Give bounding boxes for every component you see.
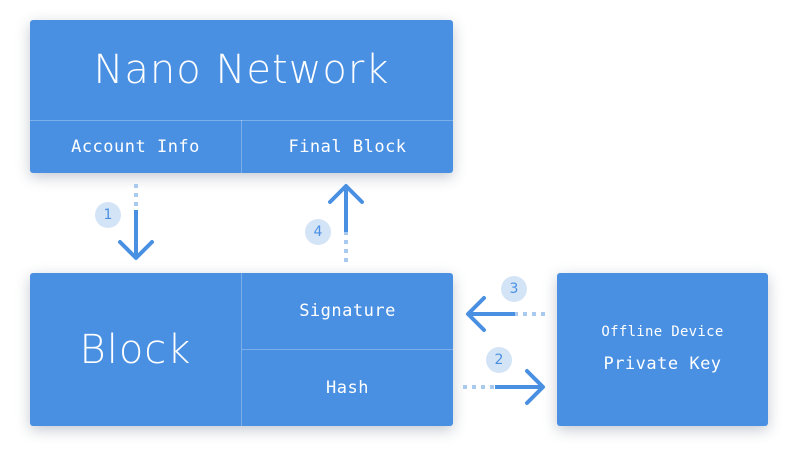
signature-cell: Signature [299,301,396,321]
block-box: Block Signature Hash [30,273,453,426]
block-split [241,273,242,426]
nano-network-split [241,120,242,173]
offline-device-box: Offline Device Private Key [557,273,768,426]
final-block-cell: Final Block [288,137,407,157]
hash-cell: Hash [326,378,369,398]
block-divider [242,349,453,350]
arrow-step-3 [466,296,545,332]
step-badge-2: 2 [486,347,512,373]
account-info-cell: Account Info [71,137,200,157]
nano-network-box: Nano Network Account Info Final Block [30,20,453,173]
arrow-step-1 [118,184,154,260]
nano-network-title: Nano Network [93,47,390,93]
step-badge-3: 3 [501,276,527,302]
private-key-label: Private Key [603,354,722,374]
step-badge-4: 4 [305,219,331,245]
offline-device-label: Offline Device [601,324,724,340]
arrow-step-4 [328,184,364,262]
block-title: Block [79,326,192,373]
step-badge-1: 1 [95,202,121,228]
nano-network-divider [30,120,453,121]
arrow-step-2 [463,369,545,405]
